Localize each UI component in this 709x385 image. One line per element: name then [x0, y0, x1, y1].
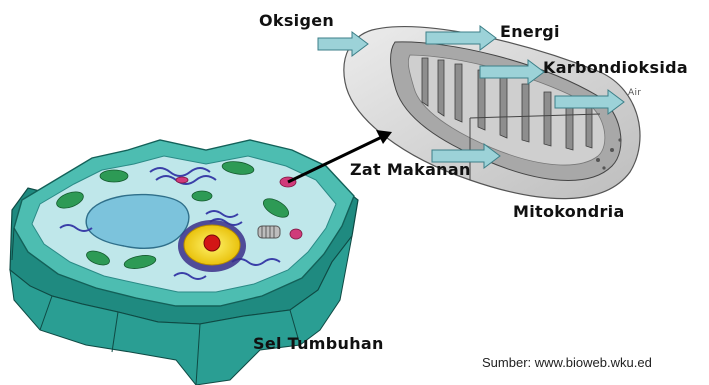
- source-credit: Sumber: www.bioweb.wku.ed: [482, 355, 709, 370]
- label-zat-makanan: Zat Makanan: [350, 160, 471, 179]
- label-oksigen: Oksigen: [259, 11, 334, 30]
- label-karbondioksida: Karbondioksida: [543, 58, 688, 77]
- label-air: Air: [628, 88, 641, 96]
- label-sel-tumbuhan: Sel Tumbuhan: [253, 334, 384, 353]
- label-mitokondria: Mitokondria: [513, 202, 625, 221]
- label-energi: Energi: [500, 22, 560, 41]
